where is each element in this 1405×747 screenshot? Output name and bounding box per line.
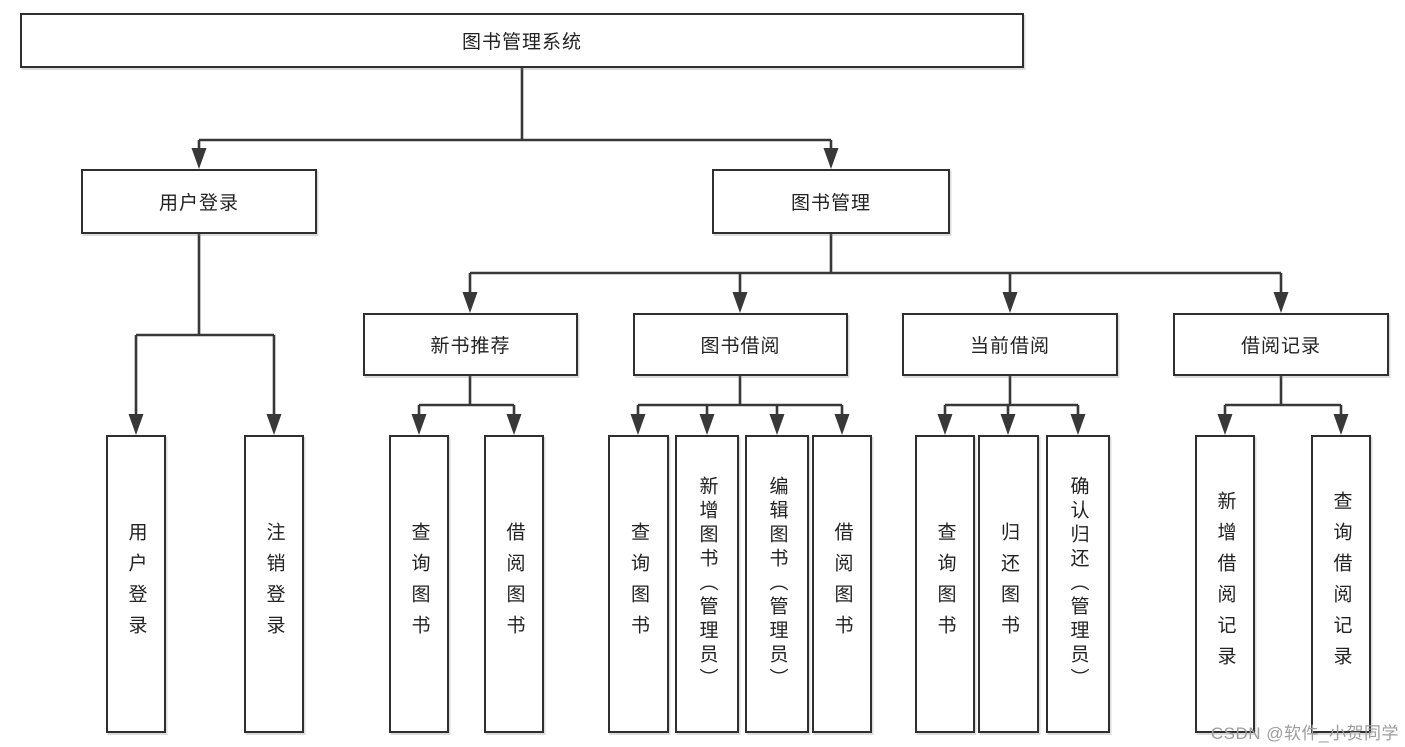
node-label-leaf-query-books-3: 查询图书: [934, 522, 956, 646]
node-label-book-management: 图书管理: [790, 193, 871, 214]
node-label-current-borrowing: 当前借阅: [969, 336, 1050, 357]
connector-line: [468, 234, 1283, 296]
node-leaf-add-record: 新增借阅记录: [1195, 435, 1255, 733]
arrowhead-icon: [1273, 292, 1289, 313]
node-label-leaf-add-record: 新增借阅记录: [1214, 491, 1236, 677]
arrowhead-icon: [732, 292, 748, 313]
node-label-leaf-query-books-2: 查询图书: [628, 522, 649, 646]
arrowhead-icon: [937, 414, 953, 435]
connector-line: [1223, 376, 1343, 418]
node-label-leaf-borrow-books-1: 借阅图书: [503, 522, 525, 646]
node-leaf-add-books-admin: 新增图书（管理员）: [675, 435, 739, 733]
node-leaf-query-books-2: 查询图书: [608, 435, 669, 733]
node-label-leaf-borrow-books-2: 借阅图书: [831, 522, 853, 646]
arrowhead-icon: [769, 414, 785, 435]
node-leaf-query-books-1: 查询图书: [389, 435, 449, 733]
node-label-leaf-logout: 注销登录: [263, 522, 285, 646]
connector-line: [636, 376, 844, 418]
node-label-leaf-add-books-admin: 新增图书（管理员）: [696, 476, 718, 692]
node-book-borrowing: 图书借阅: [633, 313, 848, 376]
node-leaf-borrow-books-1: 借阅图书: [484, 435, 544, 733]
node-user-login: 用户登录: [81, 169, 317, 234]
node-root: 图书管理系统: [20, 13, 1024, 68]
node-label-leaf-query-books-1: 查询图书: [408, 522, 430, 646]
node-label-leaf-user-login: 用户登录: [125, 522, 147, 646]
watermark-text: CSDN @软件_小贺同学: [1210, 724, 1399, 743]
node-label-new-book-recommend: 新书推荐: [430, 336, 511, 357]
node-borrowing-records: 借阅记录: [1173, 313, 1389, 376]
node-book-management: 图书管理: [712, 169, 950, 234]
node-leaf-user-login: 用户登录: [106, 435, 166, 733]
arrowhead-icon: [191, 148, 207, 169]
connector-line: [134, 234, 276, 418]
arrowhead-icon: [699, 414, 715, 435]
node-leaf-query-books-3: 查询图书: [915, 435, 975, 733]
arrowhead-icon: [128, 414, 144, 435]
connector-line: [197, 68, 833, 152]
arrowhead-icon: [823, 148, 839, 169]
arrowhead-icon: [630, 414, 646, 435]
node-label-root: 图书管理系统: [461, 32, 582, 53]
node-label-borrowing-records: 借阅记录: [1240, 336, 1321, 357]
arrowhead-icon: [266, 414, 282, 435]
arrowhead-icon: [1002, 292, 1018, 313]
node-label-book-borrowing: 图书借阅: [700, 336, 781, 357]
node-leaf-edit-books-admin: 编辑图书（管理员）: [745, 435, 809, 733]
node-label-leaf-edit-books-admin: 编辑图书（管理员）: [766, 476, 788, 692]
arrowhead-icon: [1333, 414, 1349, 435]
node-leaf-logout: 注销登录: [244, 435, 304, 733]
node-label-leaf-return-books: 归还图书: [998, 522, 1019, 646]
arrowhead-icon: [1070, 414, 1086, 435]
arrowhead-icon: [1000, 414, 1016, 435]
node-current-borrowing: 当前借阅: [902, 313, 1118, 376]
connector-line: [417, 376, 516, 418]
arrowhead-icon: [506, 414, 522, 435]
arrowhead-icon: [411, 414, 427, 435]
arrowhead-icon: [462, 292, 478, 313]
node-label-leaf-confirm-return: 确认归还（管理员）: [1067, 476, 1089, 692]
node-leaf-query-record: 查询借阅记录: [1311, 435, 1371, 733]
arrowhead-icon: [1217, 414, 1233, 435]
node-label-leaf-query-record: 查询借阅记录: [1330, 491, 1352, 677]
node-leaf-return-books: 归还图书: [978, 435, 1039, 733]
connector-line: [943, 376, 1080, 418]
node-label-user-login: 用户登录: [158, 193, 239, 214]
node-new-book-recommend: 新书推荐: [363, 313, 578, 376]
arrowhead-icon: [834, 414, 850, 435]
node-leaf-borrow-books-2: 借阅图书: [812, 435, 872, 733]
node-leaf-confirm-return: 确认归还（管理员）: [1046, 435, 1110, 733]
